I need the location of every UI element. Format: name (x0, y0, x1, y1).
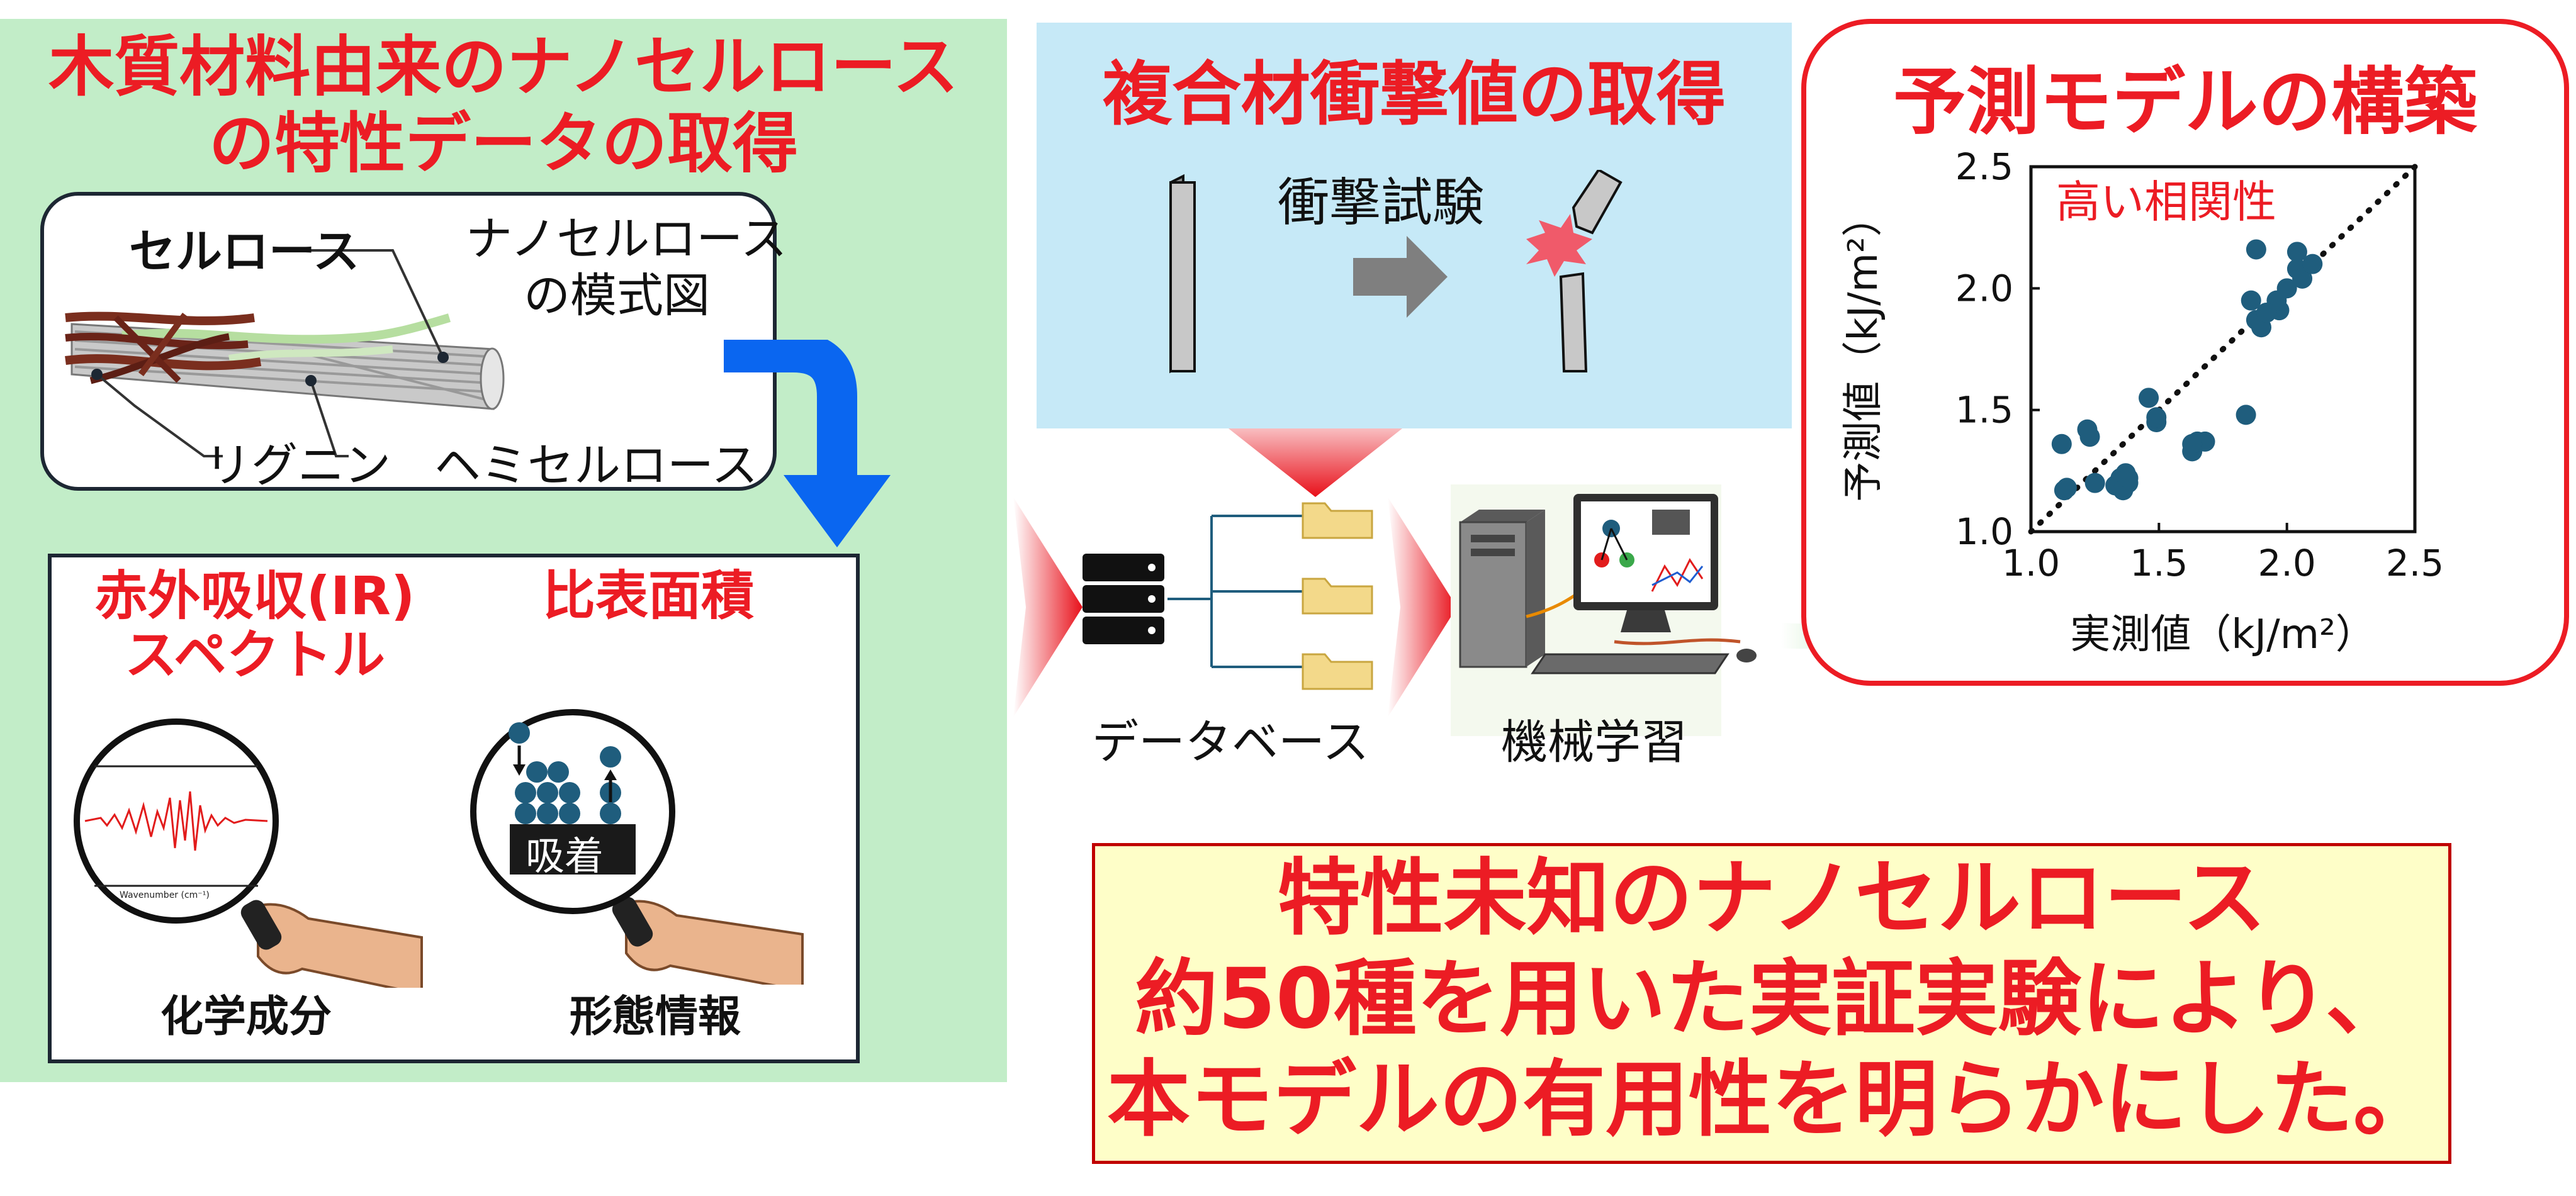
schematic-caption-line2: の模式図 (524, 269, 710, 323)
data-point (2302, 254, 2323, 274)
impact-test-label: 衝撃試験 (1278, 173, 1485, 233)
data-point (2056, 478, 2077, 498)
cellulose-label: セルロース (129, 225, 360, 279)
folder-icon (1302, 502, 1373, 690)
database-label: データベース (1092, 715, 1370, 769)
y-tick-label: 1.5 (1955, 389, 2013, 432)
data-point (2241, 290, 2261, 311)
hemicellulose-label: ヘミセルロース (434, 439, 758, 493)
hand-icon (257, 903, 423, 988)
adsorbent-surface (510, 824, 636, 875)
reference-line (2028, 164, 2418, 535)
ir-title-line1: 赤外吸収(IR) (94, 565, 415, 627)
ir-axis-label: Wavenumber (cm⁻¹) (120, 890, 210, 900)
impact-test-illustration (1169, 170, 1623, 374)
morphology-caption: 形態情報 (570, 992, 741, 1042)
hand-icon (625, 900, 804, 985)
impact-value-panel (1037, 23, 1792, 428)
data-point (2118, 467, 2139, 488)
data-point (2276, 278, 2297, 299)
data-point (2051, 433, 2072, 454)
y-tick-label: 1.0 (1955, 510, 2013, 553)
magnifier-handle (612, 897, 653, 947)
cellulose-leader-line (305, 249, 444, 358)
keyboard-icon (1531, 653, 1730, 674)
left-panel-title: 木質材料由来のナノセルロース の特性データの取得 (0, 28, 1007, 182)
summary-line3: 本モデルの有用性を明らかにした。 (1107, 1051, 2436, 1148)
schematic-caption: ナノセルロース の模式図 (466, 211, 787, 324)
flow-chevron-icon (1388, 497, 1457, 717)
x-tick-label: 1.5 (2130, 542, 2188, 584)
data-point (2139, 388, 2159, 408)
chemical-component-caption: 化学成分 (160, 992, 332, 1042)
x-tick-label: 2.5 (2386, 542, 2444, 584)
x-axis-label: 実測値（kJ/m²） (2070, 612, 2376, 658)
ir-spectrum-line (84, 791, 268, 851)
summary-line1: 特性未知のナノセルロース (1277, 850, 2266, 947)
broken-specimen-icon (1526, 170, 1623, 372)
right-panel-title: 予測モデルの構築 (1893, 60, 2477, 145)
pc-tower-icon (1459, 510, 1545, 668)
lignin-label: リグニン (205, 439, 391, 493)
database-tree-lines (1167, 515, 1303, 668)
computer-illustration (1459, 494, 1757, 674)
specimen-bar-icon (1169, 174, 1196, 374)
data-point (2236, 405, 2256, 425)
schematic-caption-line1: ナノセルロース (466, 212, 787, 266)
lignin-leader-line (96, 373, 223, 457)
left-title-line1: 木質材料由来のナノセルロース (48, 28, 959, 105)
summary-line2: 約50種を用いた実証実験により、 (1135, 951, 2409, 1048)
monitor-icon (1573, 494, 1718, 632)
machine-learning-label: 機械学習 (1501, 715, 1687, 769)
magnifier-handle (240, 900, 282, 950)
y-tick-label: 2.5 (1955, 145, 2013, 188)
surface-area-title: 比表面積 (542, 565, 754, 627)
flow-chevron-icon (1013, 497, 1083, 717)
middle-panel-title: 複合材衝撃値の取得 (1103, 54, 1726, 135)
nanocellulose-fiber-illustration (65, 249, 505, 457)
hemicellulose-strands (121, 311, 451, 362)
data-point (2256, 303, 2277, 323)
summary-box (1092, 843, 2451, 1164)
data-point (2079, 427, 2100, 447)
database-illustration (1083, 502, 1373, 690)
data-point (2084, 472, 2105, 493)
left-title-line2: の特性データの取得 (208, 105, 798, 182)
ir-magnifier (74, 718, 423, 988)
data-point (2146, 407, 2167, 428)
hemicellulose-leader-line (310, 380, 349, 457)
ir-title: 赤外吸収(IR) スペクトル (53, 566, 456, 685)
ir-title-line2: スペクトル (124, 624, 386, 686)
correlation-annotation: 高い相関性 (2056, 176, 2276, 228)
y-tick-label: 2.0 (1955, 267, 2013, 310)
adsorbed-molecules (509, 722, 621, 824)
server-icon (1083, 554, 1164, 644)
summary-text: 特性未知のナノセルロース 約50種を用いた実証実験により、 本モデルの有用性を明… (1092, 848, 2451, 1150)
y-axis-label: 予測値（kJ/m²） (1840, 196, 1887, 502)
arrow-right-icon (1353, 236, 1448, 318)
data-point (2292, 268, 2313, 289)
adsorption-label: 吸着 (526, 833, 604, 879)
data-point (2182, 433, 2203, 454)
x-tick-label: 1.0 (2002, 542, 2060, 584)
data-point (2246, 239, 2266, 260)
x-tick-label: 2.0 (2258, 542, 2316, 584)
magnifier-lens (74, 718, 279, 924)
surface-magnifier (470, 709, 804, 985)
data-point (2286, 242, 2307, 262)
mouse-icon (1736, 649, 1757, 662)
lignin-strands (65, 311, 262, 384)
flow-arrow-down-icon (724, 340, 891, 547)
